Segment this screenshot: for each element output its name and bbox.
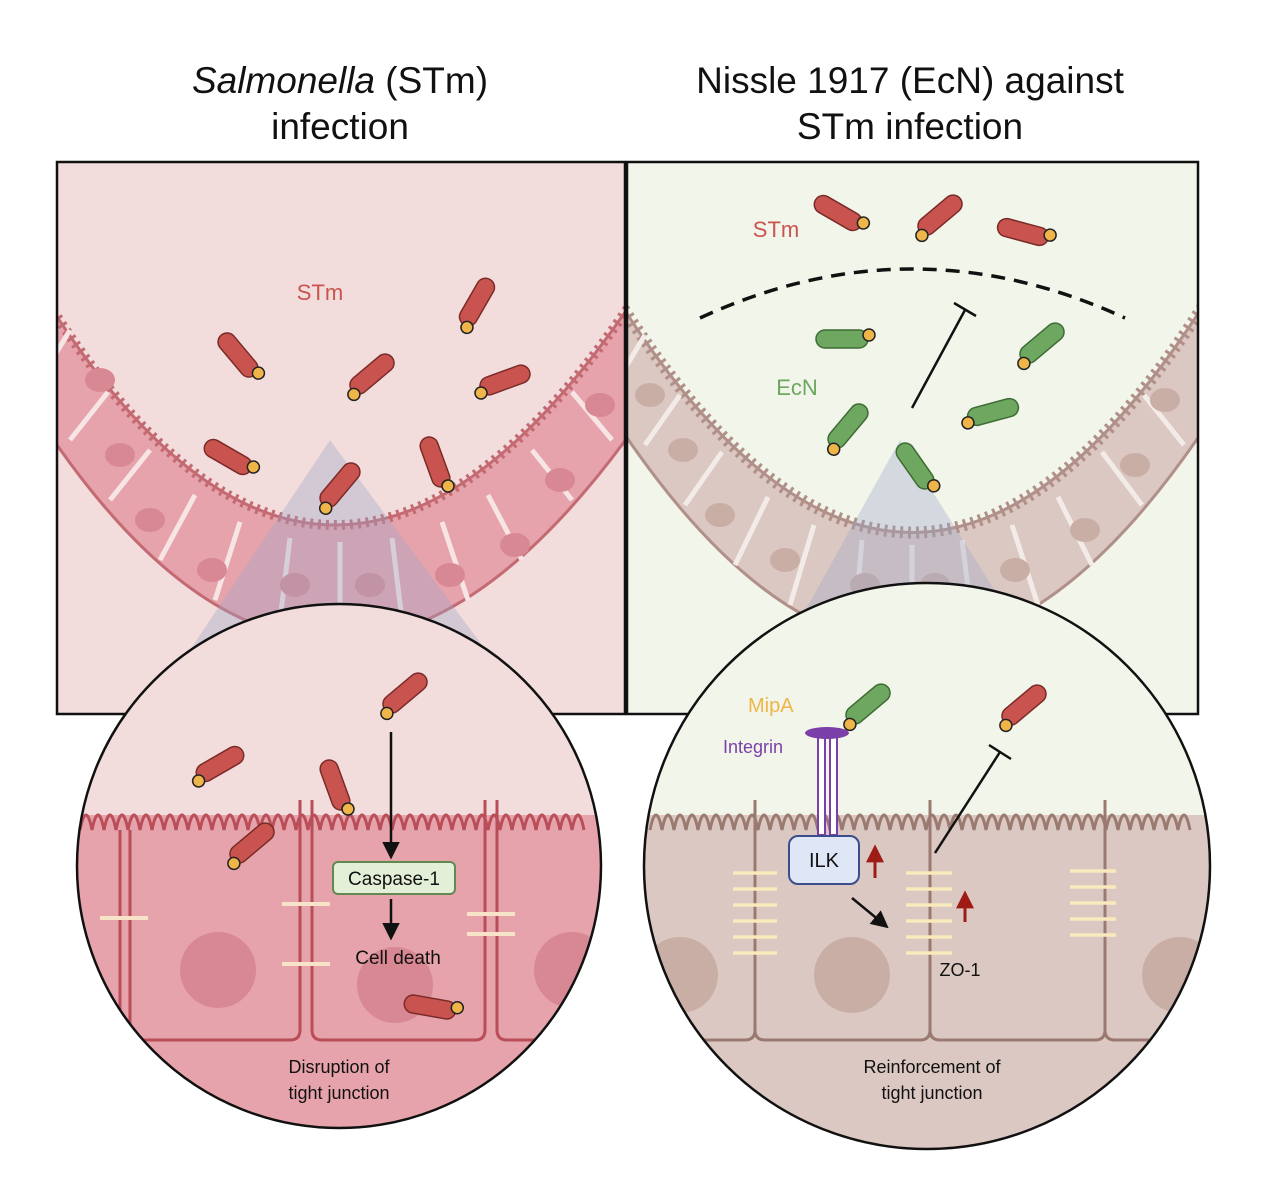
left-caption-line2: tight junction [288, 1083, 389, 1103]
left-caption-line1: Disruption of [288, 1057, 390, 1077]
right-title-line2: STm infection [796, 106, 1024, 147]
left-title-line2: infection [271, 106, 409, 147]
left-title-italic: Salmonella [191, 60, 376, 101]
right-zoom-nuclei [644, 937, 1210, 1013]
stm-inhibition-bar [988, 743, 1012, 761]
left-title-rest: (STm) [375, 60, 489, 101]
right-epithelium [627, 310, 1198, 647]
integrin-label: Integrin [723, 737, 783, 757]
right-label-ecn: EcN [776, 375, 818, 400]
stm-inhibition-line [933, 751, 1002, 854]
ecn-bacterium [815, 328, 876, 349]
integrin-stem-right [829, 734, 838, 836]
left-zoom-microvilli [78, 813, 586, 831]
right-zoom-circle: ILK MipA Integrin ZO-1 Reinforcement of … [642, 581, 1212, 1151]
barrier-dashed-line [699, 267, 1126, 320]
inhibition-bar [953, 301, 977, 318]
left-label-stm: STm [297, 280, 343, 305]
right-zoom-cell-walls [644, 800, 1210, 1042]
left-title: Salmonella (STm) infection [80, 58, 600, 150]
zo1-label: ZO-1 [939, 960, 980, 980]
ilk-label: ILK [809, 850, 840, 872]
right-caption-line2: tight junction [881, 1083, 982, 1103]
right-title: Nissle 1917 (EcN) against STm infection [640, 58, 1180, 150]
mipa-label: MipA [748, 695, 794, 717]
ilk-to-zo1-arrow [851, 897, 889, 929]
right-label-stm: STm [753, 217, 799, 242]
ilk-box [788, 835, 860, 885]
right-tight-junctions [733, 869, 1116, 955]
caspase-box [332, 861, 456, 895]
left-nuclei [85, 368, 615, 597]
left-tight-junctions [100, 902, 515, 966]
inhibition-line [910, 309, 967, 409]
caspase-label: Caspase-1 [348, 869, 440, 890]
left-microvilli [57, 303, 625, 530]
right-caption-line1: Reinforcement of [863, 1057, 1001, 1077]
right-microvilli [627, 302, 1198, 539]
cell-death-label: Cell death [355, 948, 441, 969]
integrin-head [805, 727, 849, 739]
integrin-stem-left [817, 734, 826, 836]
right-title-line1: Nissle 1917 (EcN) against [696, 60, 1124, 101]
right-zoom-microvilli [648, 813, 1192, 831]
